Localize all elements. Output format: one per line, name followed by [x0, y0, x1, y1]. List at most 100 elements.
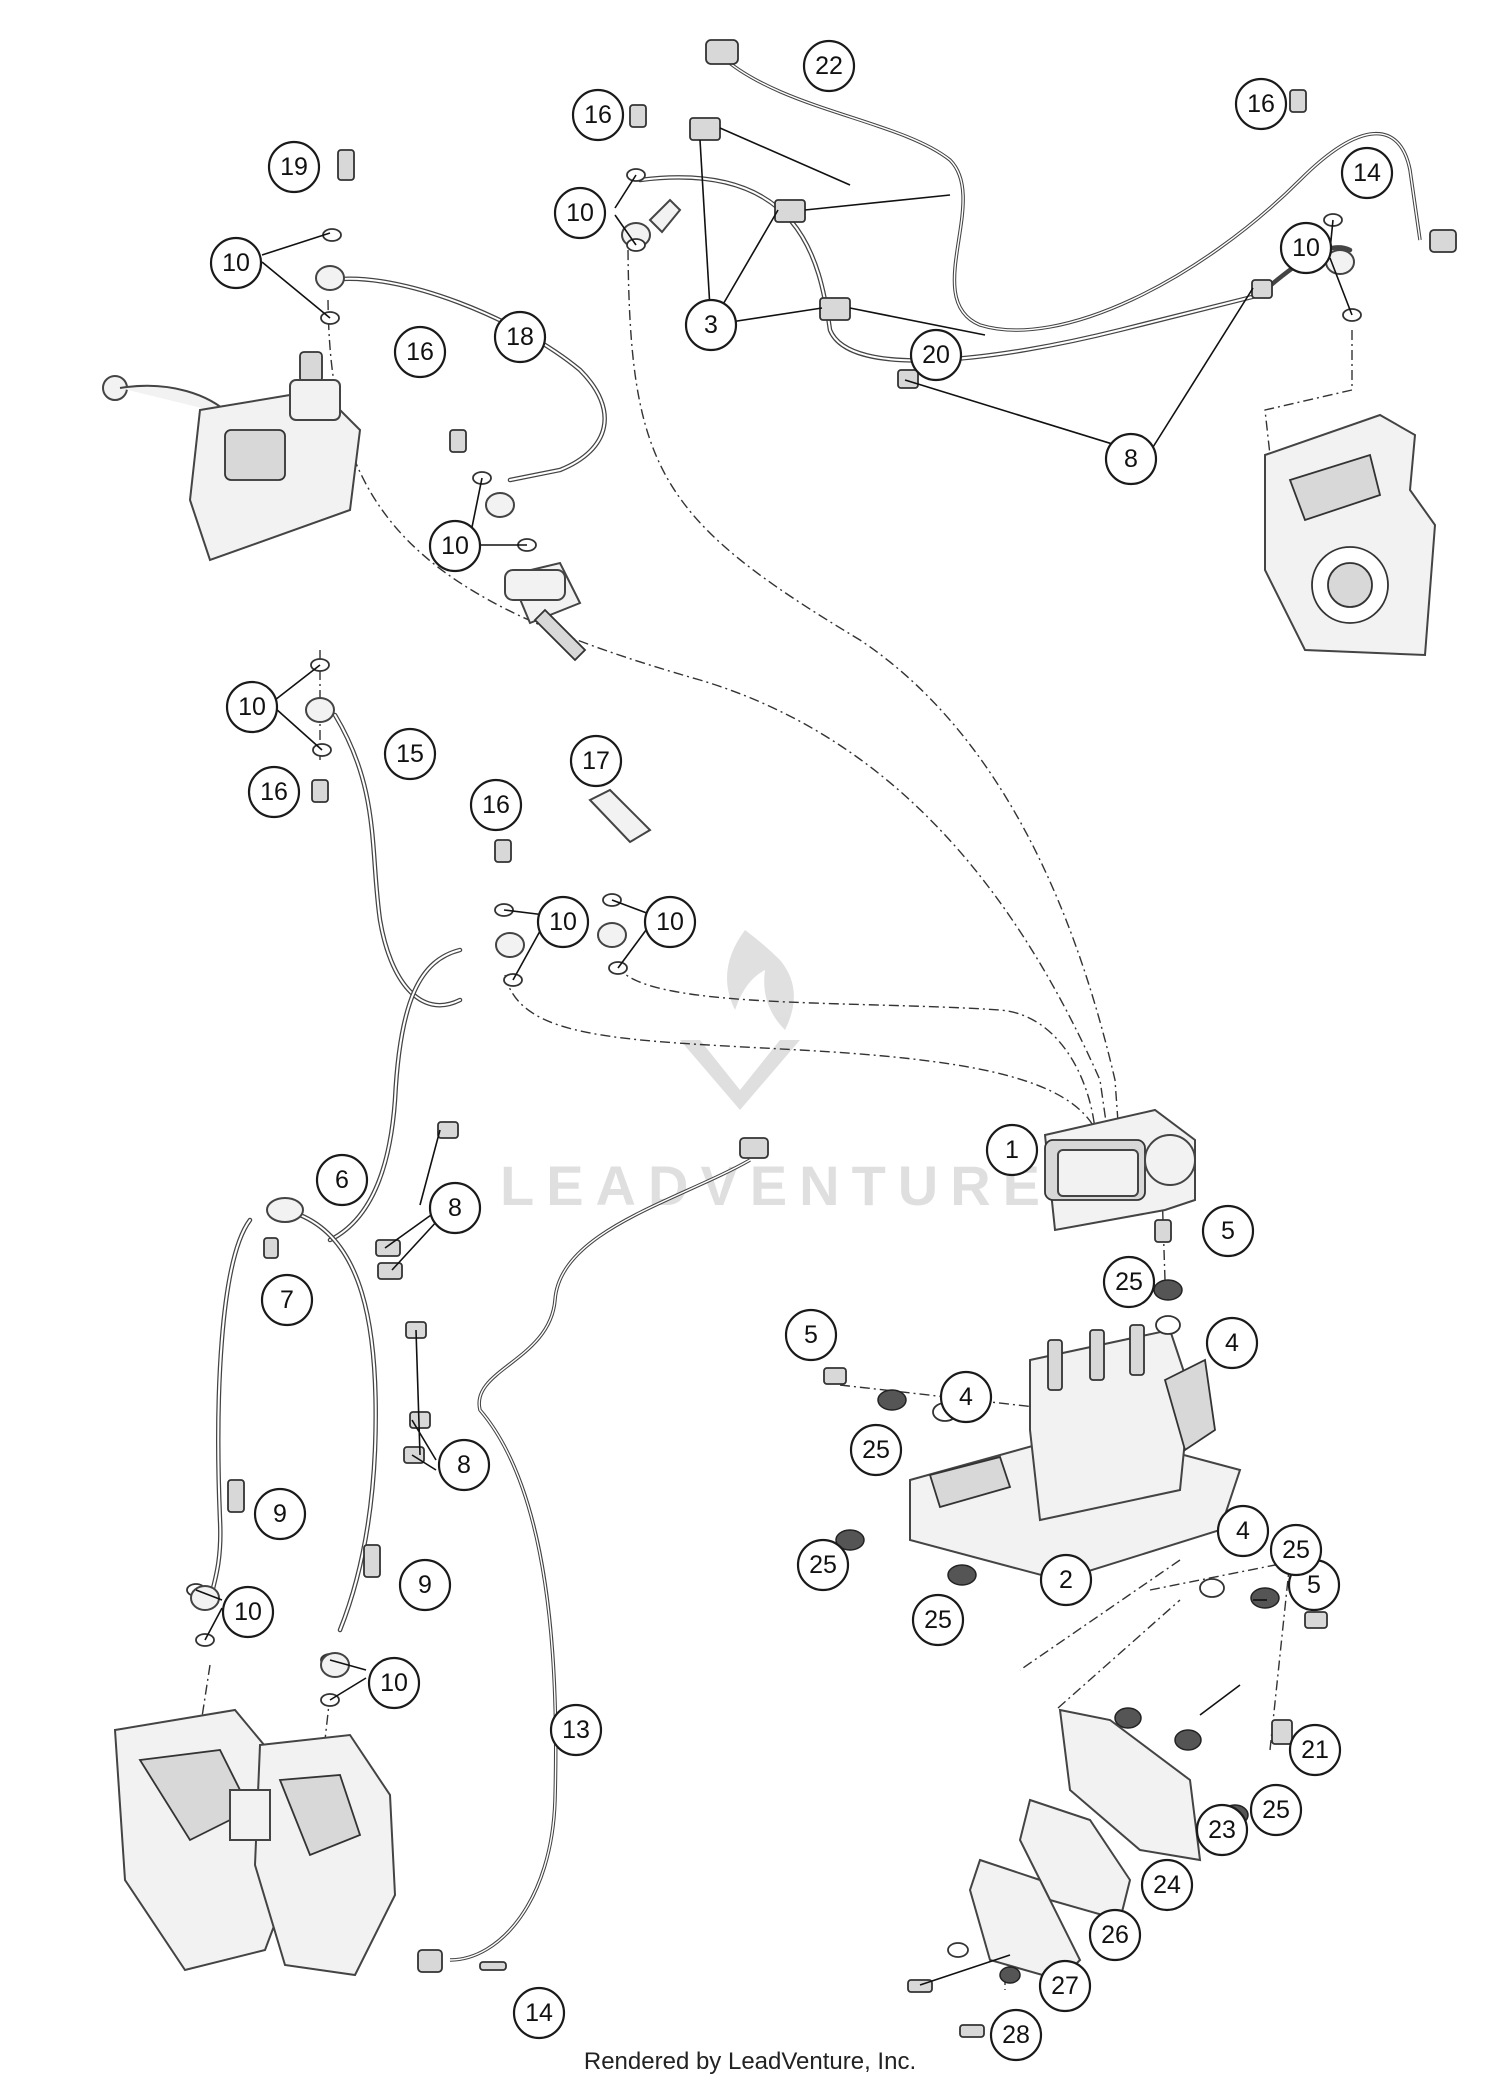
callout-25-f[interactable]: 25 — [1249, 1783, 1303, 1837]
svg-text:10: 10 — [656, 908, 684, 936]
svg-text:4: 4 — [959, 1383, 973, 1411]
callout-8-c[interactable]: 8 — [437, 1438, 491, 1492]
svg-text:13: 13 — [562, 1716, 590, 1744]
callout-5-a[interactable]: 5 — [1201, 1204, 1255, 1258]
callout-9-b[interactable]: 9 — [398, 1558, 452, 1612]
callout-15[interactable]: 15 — [383, 727, 437, 781]
svg-text:23: 23 — [1208, 1816, 1236, 1844]
callout-4-a[interactable]: 4 — [1205, 1316, 1259, 1370]
callout-10-g[interactable]: 10 — [643, 895, 697, 949]
callout-10-d[interactable]: 10 — [428, 519, 482, 573]
svg-text:28: 28 — [1002, 2021, 1030, 2049]
callout-2[interactable]: 2 — [1039, 1553, 1093, 1607]
callout-10-c[interactable]: 10 — [1279, 221, 1333, 275]
footer-credit: Rendered by LeadVenture, Inc. — [583, 2048, 917, 2075]
watermark: LEADVENTURE — [500, 930, 1052, 1217]
components — [102, 351, 1437, 2038]
callout-16-c[interactable]: 16 — [393, 325, 447, 379]
watermark-text: LEADVENTURE — [500, 1154, 1052, 1217]
svg-text:8: 8 — [457, 1451, 471, 1479]
svg-text:15: 15 — [396, 740, 424, 768]
callout-18[interactable]: 18 — [493, 310, 547, 364]
svg-text:10: 10 — [238, 693, 266, 721]
callout-5-b[interactable]: 5 — [784, 1308, 838, 1362]
callout-10-f[interactable]: 10 — [536, 895, 590, 949]
callout-4-b[interactable]: 4 — [939, 1370, 993, 1424]
callout-10-h[interactable]: 10 — [221, 1585, 275, 1639]
rear-master-cylinder — [504, 569, 587, 662]
callout-3[interactable]: 3 — [684, 298, 738, 352]
svg-text:6: 6 — [335, 1166, 349, 1194]
callout-16-a[interactable]: 16 — [571, 88, 625, 142]
svg-text:10: 10 — [222, 249, 250, 277]
callout-17[interactable]: 17 — [569, 734, 623, 788]
svg-text:10: 10 — [549, 908, 577, 936]
front-brake-calipers — [113, 1708, 397, 1977]
svg-text:25: 25 — [1115, 1268, 1143, 1296]
callout-10-b[interactable]: 10 — [553, 186, 607, 240]
callout-7[interactable]: 7 — [260, 1273, 314, 1327]
callout-16-d[interactable]: 16 — [247, 765, 301, 819]
callout-16-e[interactable]: 16 — [469, 778, 523, 832]
callout-25-e[interactable]: 25 — [911, 1593, 965, 1647]
svg-text:18: 18 — [506, 323, 534, 351]
sensor-19 — [337, 149, 355, 181]
abs-unit — [1043, 1108, 1196, 1232]
rear-brake-caliper — [1264, 413, 1437, 657]
svg-text:22: 22 — [815, 52, 843, 80]
svg-text:4: 4 — [1236, 1517, 1250, 1545]
callout-14-a[interactable]: 14 — [1340, 146, 1394, 200]
svg-text:25: 25 — [862, 1436, 890, 1464]
callout-20[interactable]: 20 — [909, 328, 963, 382]
svg-text:25: 25 — [809, 1551, 837, 1579]
callout-24[interactable]: 24 — [1140, 1858, 1194, 1912]
grommets-bolts — [823, 1219, 1328, 1629]
callout-9-a[interactable]: 9 — [253, 1487, 307, 1541]
svg-text:16: 16 — [482, 791, 510, 819]
svg-text:8: 8 — [1124, 445, 1138, 473]
svg-text:2: 2 — [1059, 1566, 1073, 1594]
callout-8-a[interactable]: 8 — [1104, 432, 1158, 486]
svg-text:25: 25 — [1262, 1796, 1290, 1824]
svg-text:17: 17 — [582, 747, 610, 775]
svg-text:25: 25 — [924, 1606, 952, 1634]
callout-25-c[interactable]: 25 — [1269, 1523, 1323, 1577]
callout-27[interactable]: 27 — [1038, 1959, 1092, 2013]
callout-26[interactable]: 26 — [1088, 1908, 1142, 1962]
front-master-cylinder — [102, 351, 362, 562]
svg-text:10: 10 — [234, 1598, 262, 1626]
callout-19[interactable]: 19 — [267, 140, 321, 194]
lower-bracket-assembly — [907, 1707, 1293, 2038]
callout-25-b[interactable]: 25 — [849, 1423, 903, 1477]
svg-text:16: 16 — [584, 101, 612, 129]
callout-25-d[interactable]: 25 — [796, 1538, 850, 1592]
svg-text:8: 8 — [448, 1194, 462, 1222]
assembly-guide-lines — [199, 249, 1353, 1990]
callout-14-b[interactable]: 14 — [512, 1986, 566, 2040]
svg-text:10: 10 — [566, 199, 594, 227]
part-callouts: 1 2 3 4 4 4 5 5 5 6 7 8 8 8 9 9 10 10 10… — [209, 39, 1394, 2062]
callout-16-b[interactable]: 16 — [1234, 77, 1288, 131]
callout-10-e[interactable]: 10 — [225, 680, 279, 734]
svg-text:27: 27 — [1051, 1972, 1079, 2000]
svg-text:21: 21 — [1301, 1736, 1329, 1764]
callout-4-c[interactable]: 4 — [1216, 1504, 1270, 1558]
callout-21[interactable]: 21 — [1288, 1723, 1342, 1777]
svg-text:1: 1 — [1005, 1136, 1019, 1164]
callout-23[interactable]: 23 — [1195, 1803, 1249, 1857]
callout-10-i[interactable]: 10 — [367, 1656, 421, 1710]
callout-25-a[interactable]: 25 — [1102, 1255, 1156, 1309]
callout-22[interactable]: 22 — [802, 39, 856, 93]
callout-28[interactable]: 28 — [989, 2008, 1043, 2062]
callout-10-a[interactable]: 10 — [209, 236, 263, 290]
svg-text:10: 10 — [380, 1669, 408, 1697]
callout-1[interactable]: 1 — [985, 1123, 1039, 1177]
callout-8-b[interactable]: 8 — [428, 1181, 482, 1235]
callout-13[interactable]: 13 — [549, 1703, 603, 1757]
callout-6[interactable]: 6 — [315, 1153, 369, 1207]
brake-hoses — [207, 53, 1422, 1962]
abs-bracket — [909, 1324, 1242, 1582]
svg-text:7: 7 — [280, 1286, 294, 1314]
